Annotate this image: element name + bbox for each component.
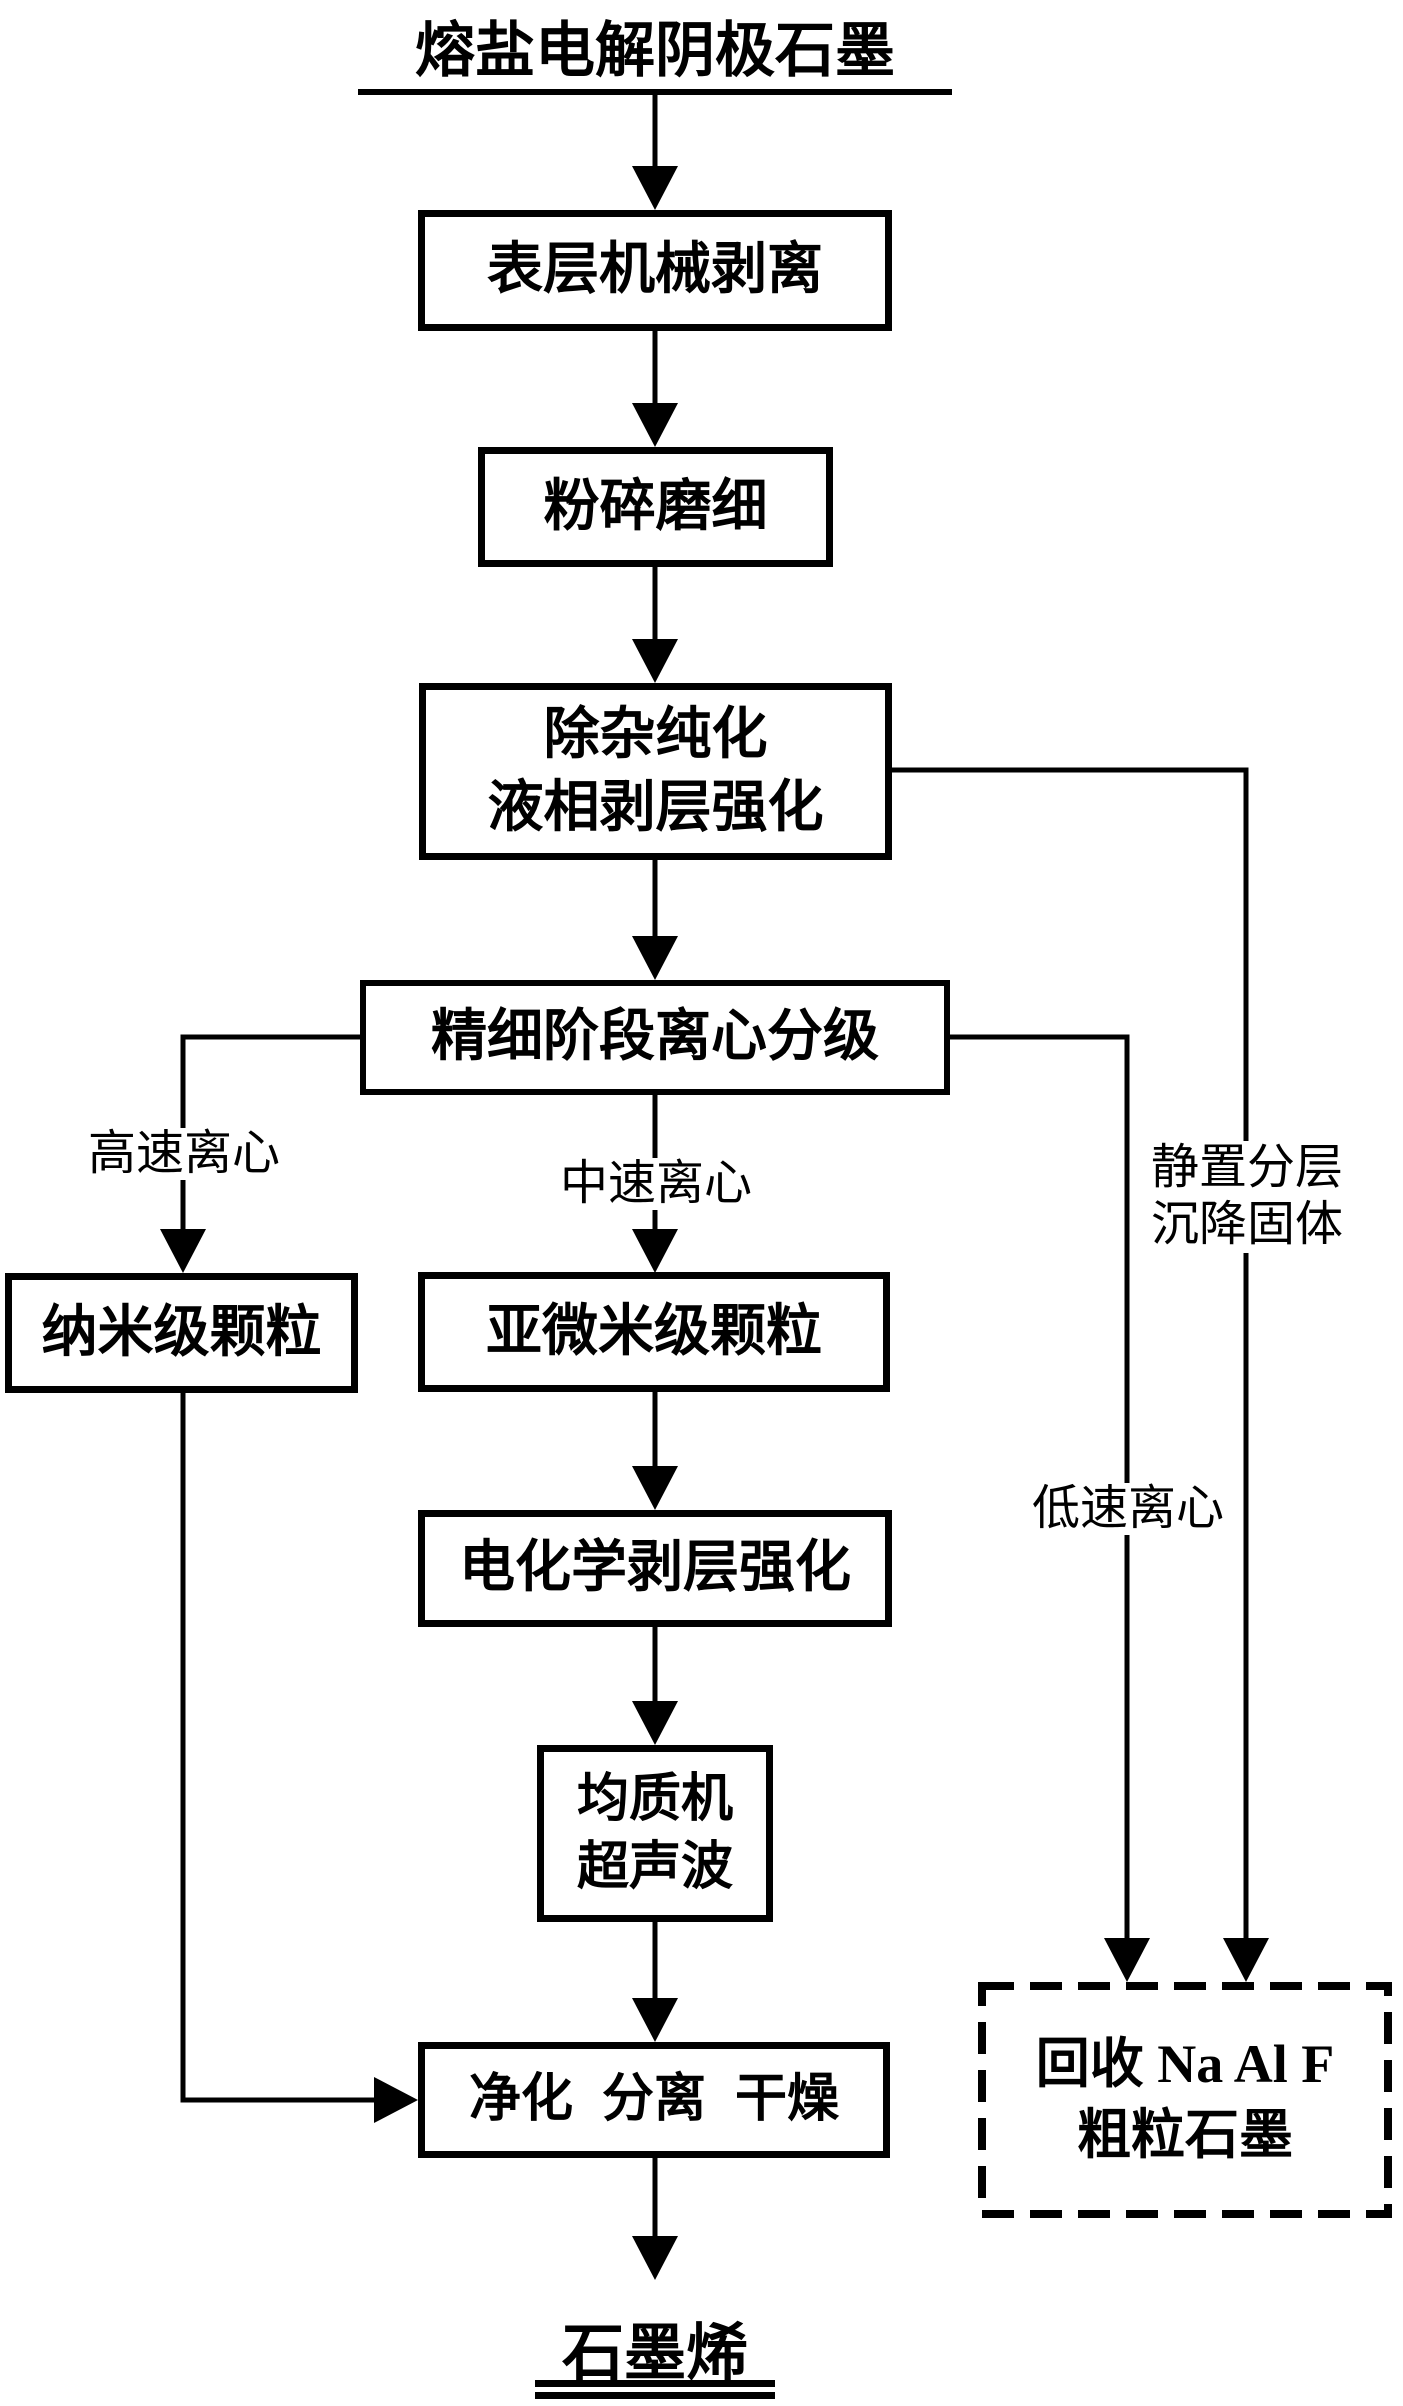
node-crush-grind: 粉碎磨细 [478,447,833,567]
node-recycle-label-line1: 回收 Na Al F [1035,2033,1335,2094]
edge-nano-to-clean [180,1393,418,2123]
product-label: 石墨烯 [561,2320,748,2388]
node-purify: 除杂纯化 液相剥层强化 [419,683,892,860]
edge-homogenizer-to-clean [632,1922,678,2042]
node-nano-particles-label: 纳米级颗粒 [41,1301,322,1364]
edge-label-mid-speed: 中速离心 [557,1157,755,1210]
node-centrifuge-stage: 精细阶段离心分级 [360,980,950,1095]
edge-crush-to-purify [632,567,678,683]
node-submicron-particles-label: 亚微米级颗粒 [486,1300,822,1363]
edge-surface-peel-to-crush [632,330,678,447]
node-homogenizer: 均质机 超声波 [537,1745,773,1922]
edge-clean-to-graphene [632,2158,678,2280]
node-electrochem: 电化学剥层强化 [418,1510,892,1627]
node-purify-label-line1: 除杂纯化 [543,703,768,766]
node-centrifuge-stage-label: 精细阶段离心分级 [431,1006,879,1069]
source-label: 熔盐电解阴极石墨 [415,18,895,84]
product-underline-top [535,2380,775,2387]
node-recycle-label-line2: 粗粒石墨 [1077,2105,1293,2165]
node-clean-dry: 净化 分离 干燥 [418,2042,890,2158]
node-clean-dry-label: 净化 分离 干燥 [468,2071,839,2129]
recycle-box-border [978,1982,1392,2218]
node-recycle: 回收 Na Al F 粗粒石墨 [978,1982,1392,2218]
product-underline-bottom [535,2392,775,2399]
source-underline [358,89,952,95]
node-homogenizer-label-line1: 均质机 [576,1770,733,1828]
edge-label-low-speed: 低速离心 [1028,1482,1228,1535]
edge-source-to-surface-peel [632,92,678,210]
node-purify-label-line2: 液相剥层强化 [487,776,824,839]
edge-label-high-speed: 高速离心 [85,1127,283,1180]
node-nano-particles: 纳米级颗粒 [5,1273,358,1393]
node-homogenizer-label-line2: 超声波 [576,1838,733,1896]
edge-label-settle: 静置分层 沉降固体 [1146,1141,1348,1253]
edge-purify-to-recycle [890,767,1269,1982]
edge-submicron-to-electrochem [632,1392,678,1510]
edge-purify-to-centrifuge [632,860,678,980]
edge-electrochem-to-homogenizer [632,1627,678,1745]
node-crush-grind-label: 粉碎磨细 [543,475,768,538]
node-electrochem-label: 电化学剥层强化 [459,1537,851,1600]
node-surface-peel: 表层机械剥离 [418,210,892,331]
node-surface-peel-label: 表层机械剥离 [487,239,823,302]
node-submicron-particles: 亚微米级颗粒 [418,1272,890,1392]
